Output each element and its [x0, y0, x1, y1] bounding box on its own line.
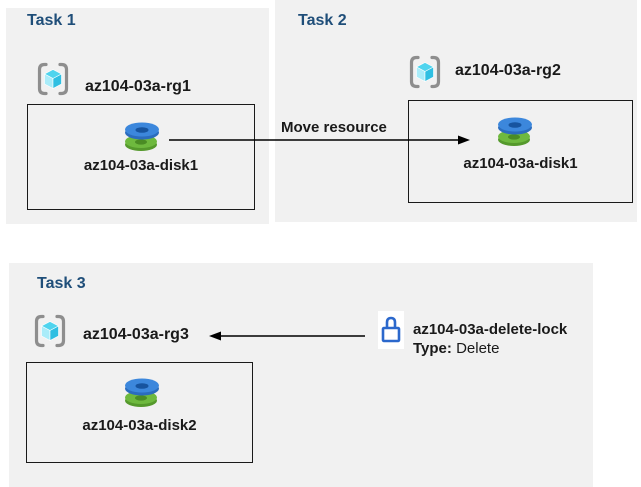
task2-resource-group-label: az104-03a-rg2 [455, 62, 561, 79]
delete-lock-type-key: Type: [413, 340, 452, 357]
task1-disk-box: az104-03a-disk1 [27, 104, 255, 210]
resource-group-icon [408, 54, 442, 90]
move-resource-label: Move resource [281, 119, 387, 136]
task3-disk-label: az104-03a-disk2 [82, 417, 197, 434]
task3-resource-group-label: az104-03a-rg3 [83, 326, 189, 343]
task1-panel: Task 1 az104-03a-rg1 [6, 8, 269, 224]
task2-title: Task 2 [298, 12, 347, 29]
delete-lock-type-value: Delete [451, 340, 500, 357]
resource-group-icon [33, 313, 67, 349]
task2-disk-box: az104-03a-disk1 [408, 100, 633, 203]
lock-icon [378, 311, 404, 349]
task1-title: Task 1 [27, 12, 76, 29]
resource-group-icon [36, 61, 70, 97]
task3-panel: Task 3 az104-03a-rg3 [9, 263, 593, 487]
delete-lock-name: az104-03a-delete-lock [413, 321, 568, 338]
managed-disk-icon [123, 376, 161, 408]
task1-disk-label: az104-03a-disk1 [83, 157, 199, 174]
managed-disk-icon [123, 120, 161, 152]
delete-lock-text: az104-03a-delete-lock Type: Delete [413, 320, 567, 358]
delete-lock-type-line: Type: Delete [413, 339, 567, 358]
task1-resource-group-label: az104-03a-rg1 [85, 78, 191, 95]
managed-disk-icon [496, 115, 534, 147]
task3-title: Task 3 [37, 275, 86, 292]
task3-disk-box: az104-03a-disk2 [26, 362, 253, 463]
task2-panel: Task 2 az104-03a-rg2 [275, 0, 637, 222]
task2-disk-label: az104-03a-disk1 [463, 155, 578, 172]
